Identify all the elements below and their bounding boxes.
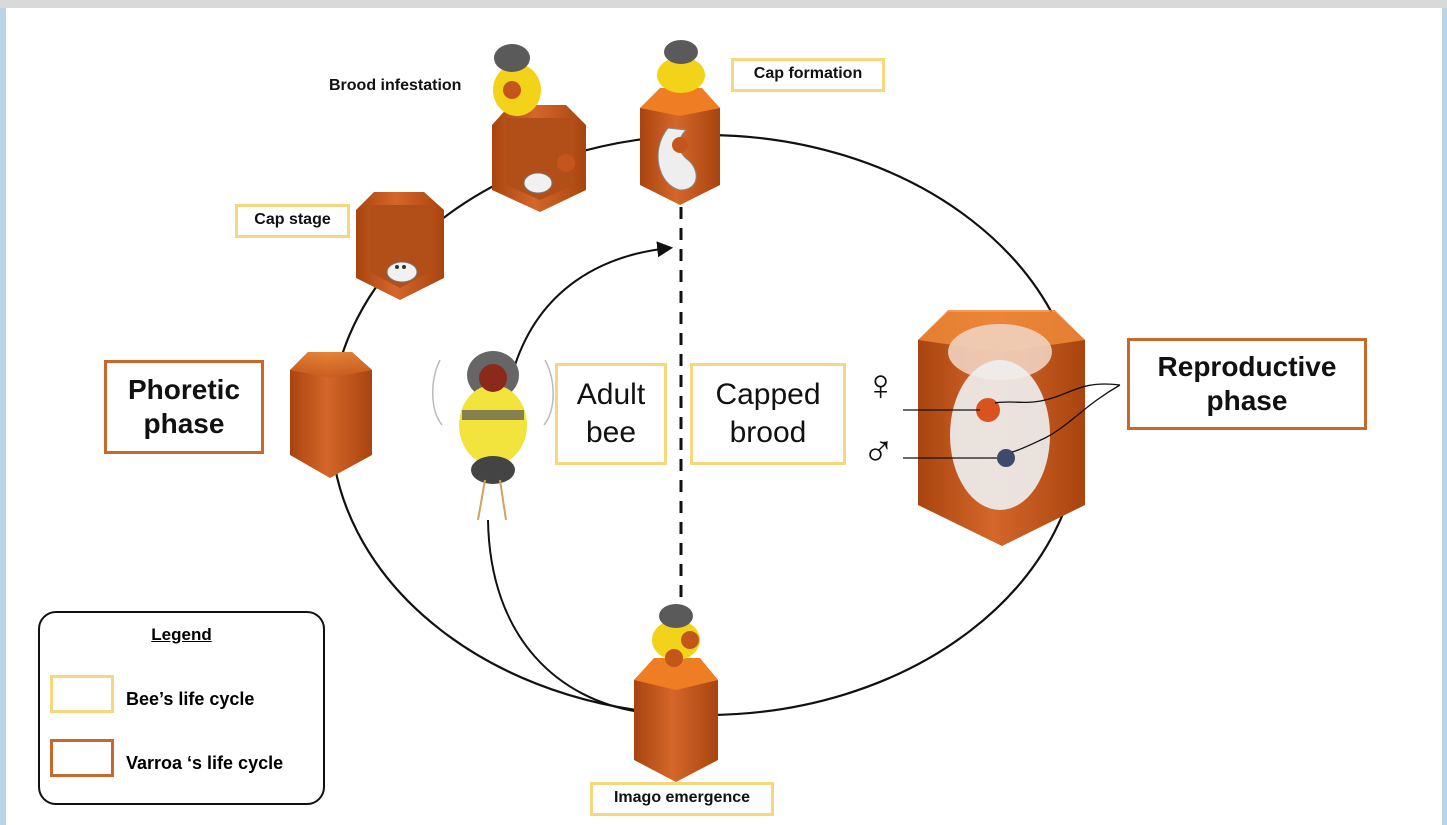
legend-title: Legend: [151, 625, 212, 644]
male-symbol-icon: ♂: [862, 427, 895, 476]
honeycomb-cell-icon: [492, 105, 586, 212]
legend-label-bee-cycle: Bee’s life cycle: [126, 689, 255, 709]
larva-icon: [523, 172, 553, 194]
stage-label-brood-infestation: Brood infestation: [329, 77, 462, 94]
female-symbol-icon: ♀: [864, 361, 897, 410]
bee-icon: [652, 604, 700, 667]
honeycomb-cell-icon: [290, 352, 372, 478]
inner-cycle-lower-arc: [487, 519, 641, 713]
varroa-mite-icon: [479, 364, 507, 392]
legend-label-varroa-cycle: Varroa ‘s life cycle: [126, 753, 284, 773]
varroa-mite-icon: [665, 649, 683, 667]
stage-label-cap-stage: Cap stage: [235, 204, 350, 238]
larva-icon: [386, 261, 418, 283]
bee-icon: [432, 351, 554, 521]
legend-swatch-varroa-cycle: [50, 739, 114, 777]
honeycomb-cell-icon: [640, 88, 720, 205]
honeycomb-cell-icon: [918, 310, 1085, 546]
inner-cycle-upper-arrow: [514, 241, 674, 366]
varroa-mite-icon: [503, 81, 521, 99]
varroa-mite-icon: [976, 398, 1000, 422]
legend: Legend Bee’s life cycle Varroa ‘s life c…: [38, 611, 325, 805]
phase-label-phoretic: Phoretic phase: [104, 360, 264, 454]
pupa-icon: [948, 324, 1052, 510]
reproductive-pointer-a: [994, 383, 1121, 404]
stage-label-imago-emergence: Imago emergence: [590, 782, 774, 816]
honeycomb-cell-icon: [634, 658, 718, 782]
bee-icon: [493, 44, 541, 116]
varroa-mite-icon: [672, 137, 688, 153]
honeycomb-cell-icon: [356, 192, 444, 300]
reproductive-pointer-b: [1011, 384, 1121, 453]
top-border: [0, 0, 1447, 8]
bee-icon: [657, 40, 705, 93]
phase-label-reproductive: Reproductive phase: [1127, 338, 1367, 430]
varroa-mite-icon: [681, 631, 699, 649]
varroa-mite-icon: [557, 154, 575, 172]
legend-swatch-bee-cycle: [50, 675, 114, 713]
center-label-capped-brood: Capped brood: [690, 363, 846, 465]
stage-label-cap-formation: Cap formation: [731, 58, 885, 92]
center-label-adult-bee: Adult bee: [555, 363, 667, 465]
varroa-mite-icon: [997, 449, 1015, 467]
